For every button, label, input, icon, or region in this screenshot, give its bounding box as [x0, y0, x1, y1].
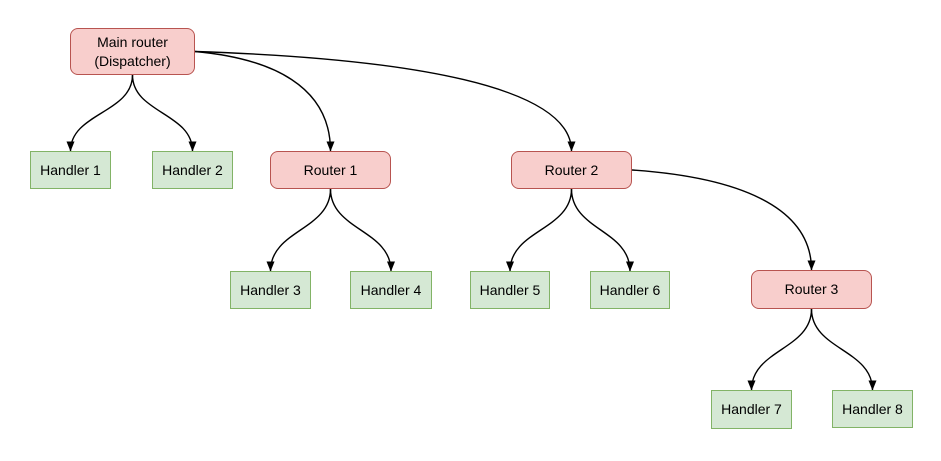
node-main: Main router (Dispatcher) — [70, 28, 195, 75]
edge-r2-r3 — [631, 169, 816, 271]
edge-main-r2 — [194, 50, 576, 152]
node-h4: Handler 4 — [350, 271, 432, 309]
node-h5: Handler 5 — [470, 271, 550, 309]
edge-r2-h6 — [570, 188, 634, 272]
node-h7: Handler 7 — [711, 390, 792, 429]
edge-r3-h7 — [747, 308, 813, 391]
edge-main-h2 — [131, 74, 197, 152]
edge-r2-h5 — [506, 188, 573, 272]
node-h8: Handler 8 — [832, 390, 913, 428]
node-r2: Router 2 — [511, 151, 632, 189]
node-r1: Router 1 — [270, 151, 391, 189]
edge-main-h1 — [66, 74, 134, 152]
edge-main-r1 — [194, 50, 335, 152]
node-r3: Router 3 — [751, 270, 872, 309]
edge-r1-h3 — [266, 188, 332, 272]
edge-r3-h8 — [810, 308, 877, 391]
node-h1: Handler 1 — [30, 151, 111, 189]
node-h3: Handler 3 — [230, 271, 311, 309]
node-h6: Handler 6 — [590, 271, 670, 309]
edge-r1-h4 — [329, 188, 395, 272]
node-h2: Handler 2 — [152, 151, 233, 189]
